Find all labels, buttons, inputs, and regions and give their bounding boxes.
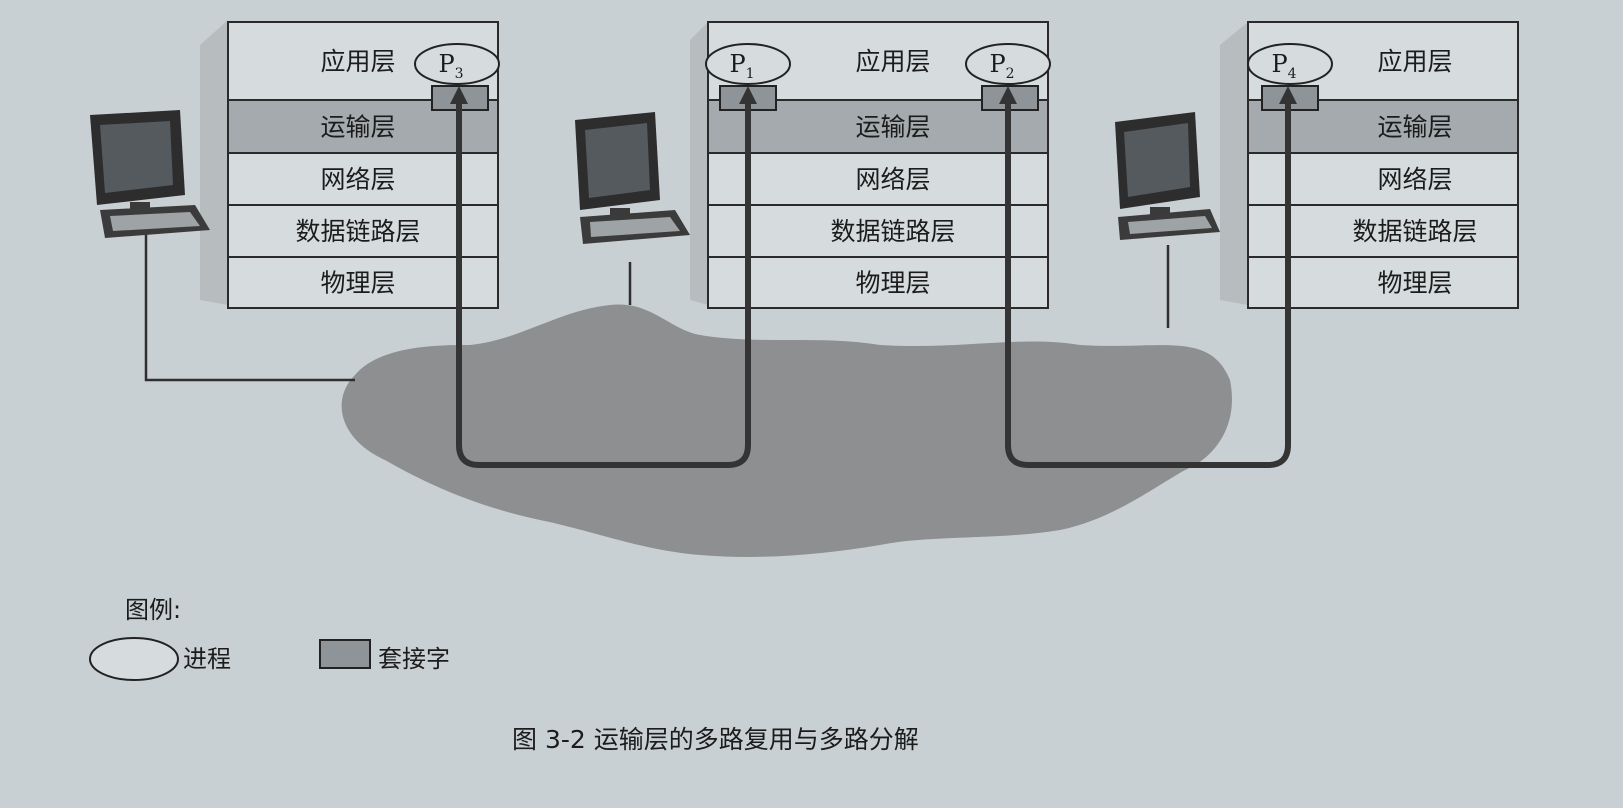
arrowhead-p1 xyxy=(739,86,757,104)
link-layer-label: 数据链路层 xyxy=(295,217,420,246)
physical-layer-box xyxy=(227,256,499,309)
computer-icon xyxy=(1115,112,1220,240)
process-ellipse xyxy=(965,43,1051,85)
computer-icon xyxy=(90,110,210,238)
legend-process-label: 进程 xyxy=(183,645,231,673)
stack2-shadow xyxy=(690,22,708,305)
figure-caption: 图 3-2 运输层的多路复用与多路分解 xyxy=(512,725,919,754)
arrowhead-p3 xyxy=(450,86,468,104)
network-layer-label: 网络层 xyxy=(320,165,395,194)
physical-layer-label: 物理层 xyxy=(855,269,930,298)
network-layer-box xyxy=(227,152,499,206)
legend-socket-symbol xyxy=(319,639,371,669)
arrowhead-p4 xyxy=(1279,86,1297,104)
physical-layer-label: 物理层 xyxy=(320,269,395,298)
transport-layer-label: 运输层 xyxy=(320,113,395,142)
network-layer-label: 网络层 xyxy=(1377,165,1452,194)
physical-layer-box xyxy=(1247,256,1519,309)
process-ellipse xyxy=(414,43,500,85)
legend-title: 图例: xyxy=(125,596,181,624)
legend-process-symbol xyxy=(89,637,179,681)
link-layer-label: 数据链路层 xyxy=(830,217,955,246)
computer-icon xyxy=(575,112,690,244)
network-layer-box xyxy=(707,152,1049,206)
network-layer-label: 网络层 xyxy=(855,165,930,194)
link-layer-label: 数据链路层 xyxy=(1352,217,1477,246)
link-layer-box xyxy=(227,204,499,258)
stack3-shadow xyxy=(1220,22,1248,305)
arrowhead-p2 xyxy=(999,86,1017,104)
transport-layer-label: 运输层 xyxy=(1377,113,1452,142)
transport-layer-label: 运输层 xyxy=(855,113,930,142)
application-layer-label: 应用层 xyxy=(320,47,395,76)
application-layer-label: 应用层 xyxy=(855,47,930,76)
path-p2-p4 xyxy=(1005,100,1291,468)
physical-layer-box xyxy=(707,256,1049,309)
application-layer-label: 应用层 xyxy=(1377,47,1452,76)
stack1-shadow xyxy=(200,20,228,305)
process-ellipse xyxy=(705,43,791,85)
link-layer-box xyxy=(707,204,1049,258)
legend-socket-label: 套接字 xyxy=(378,645,450,673)
physical-layer-label: 物理层 xyxy=(1377,269,1452,298)
host1-link xyxy=(144,232,355,382)
link-layer-box xyxy=(1247,204,1519,258)
process-ellipse xyxy=(1247,43,1333,85)
network-layer-box xyxy=(1247,152,1519,206)
path-p3-p1 xyxy=(456,100,751,468)
